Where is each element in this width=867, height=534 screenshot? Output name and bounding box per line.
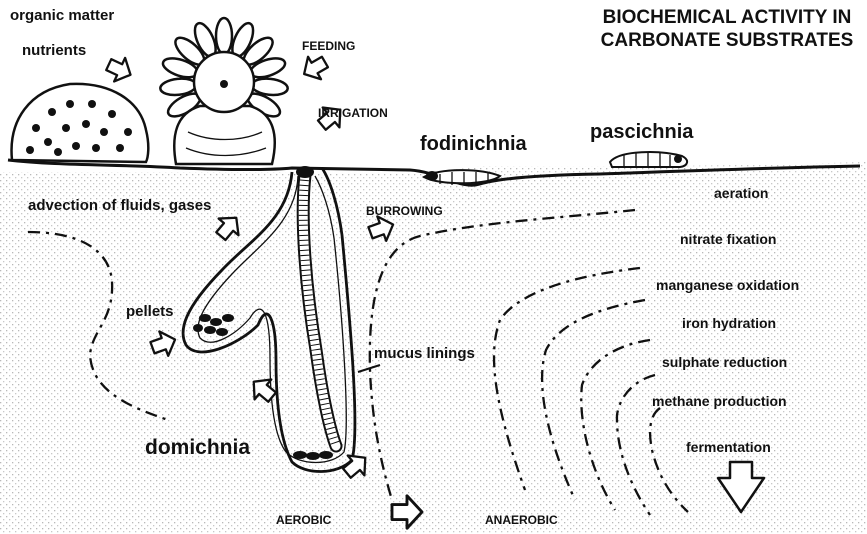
label-mucus-linings: mucus linings xyxy=(374,346,475,361)
label-irrigation: IRRIGATION xyxy=(318,107,388,119)
label-fodinichnia: fodinichnia xyxy=(420,134,527,154)
label-burrowing: BURROWING xyxy=(366,205,443,217)
label-feeding: FEEDING xyxy=(302,40,355,52)
zone-label-sulphate-reduction: sulphate reduction xyxy=(662,355,787,369)
zone-label-nitrate-fixation: nitrate fixation xyxy=(680,232,776,246)
zone-label-manganese-oxidation: manganese oxidation xyxy=(656,278,799,292)
label-organic-matter: organic matter xyxy=(10,8,114,23)
label-nutrients: nutrients xyxy=(22,43,86,58)
title-line-1: BIOCHEMICAL ACTIVITY IN xyxy=(592,6,862,29)
label-pascichnia: pascichnia xyxy=(590,122,693,142)
label-aerobic: AEROBIC xyxy=(276,514,331,526)
zone-label-aeration: aeration xyxy=(714,186,768,200)
pascichnia-organism-icon xyxy=(610,152,687,167)
zone-label-iron-hydration: iron hydration xyxy=(682,316,776,330)
label-domichnia: domichnia xyxy=(145,437,250,458)
coral-colony-icon xyxy=(12,84,149,162)
zone-label-methane-production: methane production xyxy=(652,394,787,408)
zone-label-fermentation: fermentation xyxy=(686,440,771,454)
polyp-icon xyxy=(160,18,289,164)
label-anaerobic: ANAEROBIC xyxy=(485,514,558,526)
label-pellets: pellets xyxy=(126,304,174,319)
label-advection: advection of fluids, gases xyxy=(28,198,211,213)
title-line-2: CARBONATE SUBSTRATES xyxy=(592,29,862,52)
diagram-title: BIOCHEMICAL ACTIVITY IN CARBONATE SUBSTR… xyxy=(592,6,862,52)
